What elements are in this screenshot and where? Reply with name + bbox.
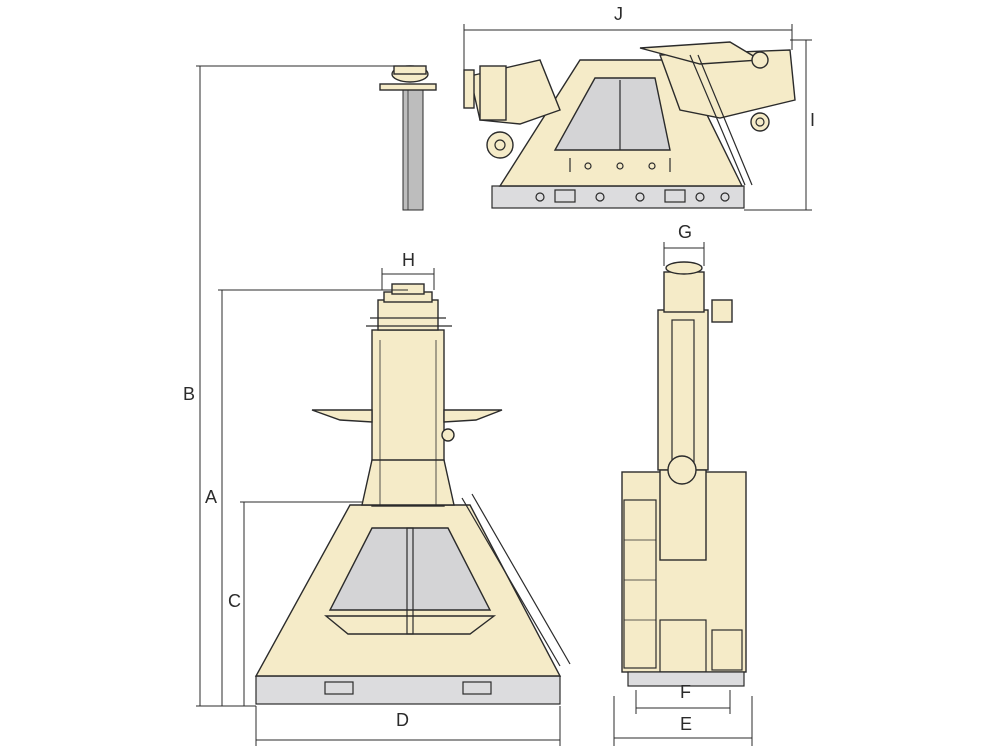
- transport-view: [379, 41, 796, 211]
- dimension-label-h: H: [402, 250, 415, 270]
- transport-boom: [639, 41, 796, 186]
- dimension-label-g: G: [678, 222, 692, 242]
- side-column: [657, 309, 709, 471]
- front-track: [255, 675, 561, 705]
- transport-track: [491, 185, 745, 209]
- dimension-label-j: J: [614, 4, 623, 24]
- side-view: [621, 261, 747, 687]
- front-head: [366, 283, 452, 331]
- dimension-label-d: D: [396, 710, 409, 730]
- dimension-label-a: A: [205, 487, 217, 507]
- front-right-arm: [443, 409, 503, 423]
- transport-winch: [463, 59, 561, 159]
- detached-mast: [379, 65, 437, 211]
- transport-track-wheels: [535, 189, 730, 203]
- dimension-lines: [196, 24, 812, 746]
- side-track: [627, 671, 745, 687]
- front-window: [328, 527, 492, 611]
- dimension-label-b: B: [183, 384, 195, 404]
- dimension-label-e: E: [680, 714, 692, 734]
- transport-window: [553, 77, 671, 151]
- dimension-label-c: C: [228, 591, 241, 611]
- side-head: [663, 271, 705, 313]
- dimension-label-f: F: [680, 682, 691, 702]
- front-view: [254, 283, 571, 705]
- dimension-label-i: I: [810, 110, 815, 130]
- front-left-arm: [311, 409, 373, 423]
- front-ladder: [461, 493, 571, 667]
